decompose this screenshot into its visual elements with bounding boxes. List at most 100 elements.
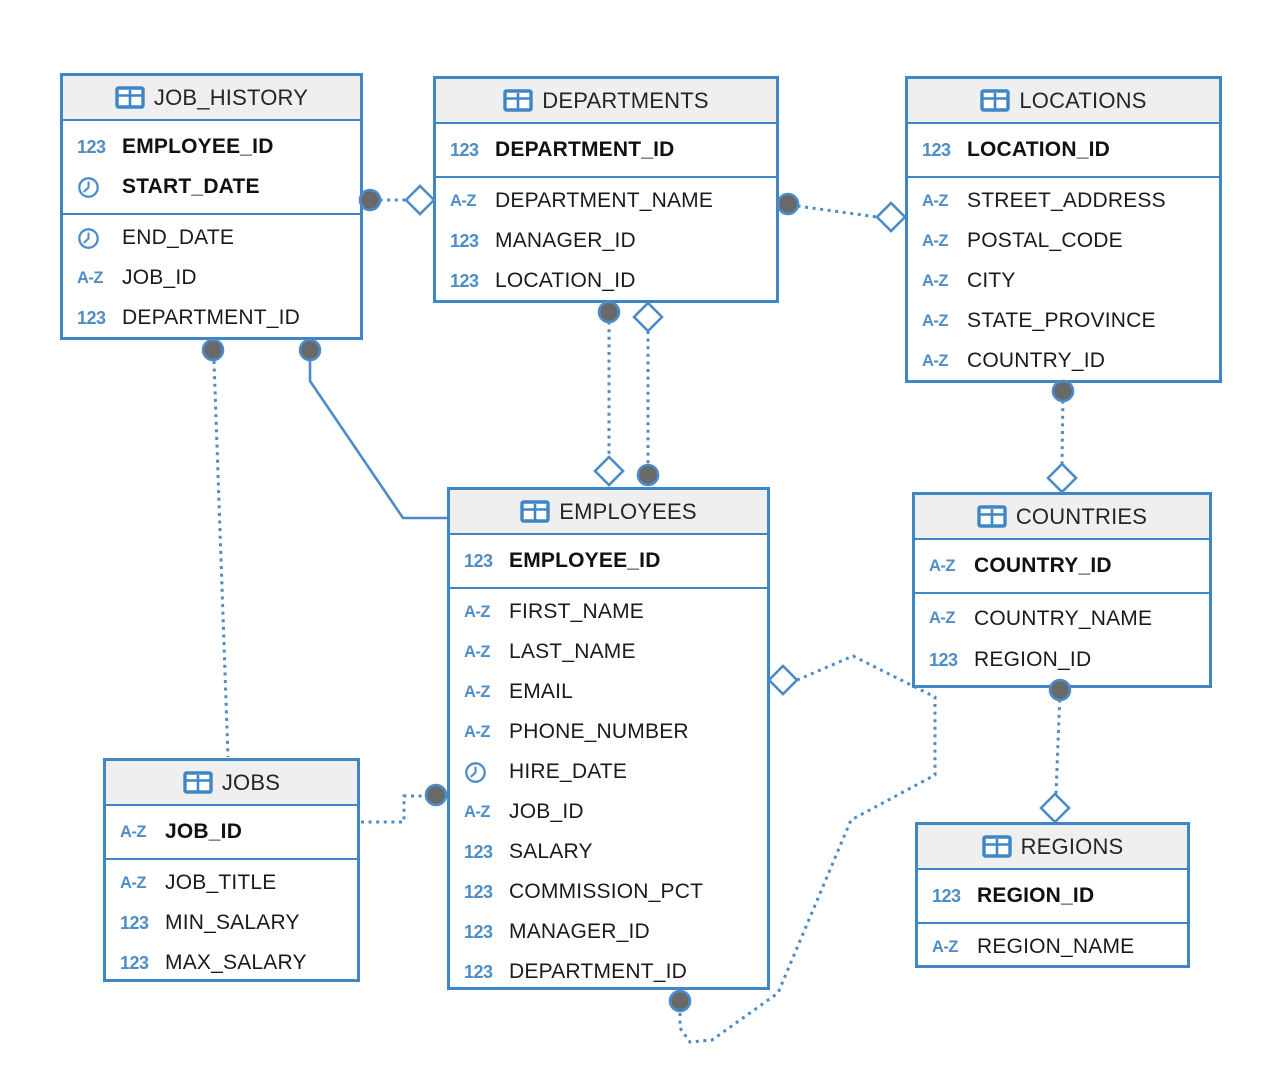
pk-column-row-department_id[interactable]: 123 DEPARTMENT_ID (436, 130, 776, 170)
text-type-icon: A-Z (930, 938, 970, 957)
date-type-icon (75, 176, 115, 199)
table-grid-icon (977, 505, 1007, 528)
numeric-type-icon-glyph: 123 (922, 139, 951, 160)
column-row-hire_date[interactable]: HIRE_DATE (450, 752, 767, 792)
numeric-type-icon-glyph: 123 (450, 270, 479, 291)
text-type-icon: A-Z (920, 232, 960, 251)
numeric-type-icon: 123 (448, 140, 488, 161)
fk-employees-jobs[interactable] (361, 794, 427, 824)
column-name: MANAGER_ID (509, 920, 650, 943)
date-type-icon (75, 227, 115, 250)
column-row-last_name[interactable]: A-Z LAST_NAME (450, 632, 767, 672)
text-type-icon: A-Z (920, 272, 960, 291)
fk-countries-regions[interactable] (1054, 691, 1062, 795)
table-header-jobs[interactable]: JOBS (106, 761, 357, 806)
numeric-type-icon-glyph: 123 (932, 885, 961, 906)
table-grid-icon (520, 500, 550, 523)
text-type-icon-glyph: A-Z (464, 642, 491, 661)
numeric-type-icon: 123 (75, 308, 115, 329)
text-type-icon-glyph: A-Z (464, 722, 491, 741)
column-name: COUNTRY_ID (974, 554, 1112, 577)
table-header-employees[interactable]: EMPLOYEES (450, 490, 767, 535)
numeric-type-icon-glyph: 123 (120, 952, 149, 973)
entity-table-regions[interactable]: REGIONS 123 REGION_ID A-Z REGION_NAME (915, 822, 1190, 968)
column-row-job_title[interactable]: A-Z JOB_TITLE (106, 863, 357, 903)
pk-column-row-region_id[interactable]: 123 REGION_ID (918, 876, 1187, 916)
text-type-icon: A-Z (462, 723, 502, 742)
column-name: LAST_NAME (509, 640, 636, 663)
column-name: DEPARTMENT_ID (495, 138, 675, 161)
table-header-countries[interactable]: COUNTRIES (915, 495, 1209, 540)
column-name: DEPARTMENT_ID (509, 960, 688, 983)
numeric-type-icon: 123 (462, 962, 502, 983)
numeric-type-icon-glyph: 123 (464, 841, 493, 862)
table-header-departments[interactable]: DEPARTMENTS (436, 79, 776, 124)
column-name: HIRE_DATE (509, 760, 628, 783)
column-name: REGION_NAME (977, 935, 1135, 958)
table-title: JOB_HISTORY (153, 84, 309, 110)
text-type-icon-glyph: A-Z (932, 937, 959, 956)
table-header-regions[interactable]: REGIONS (918, 825, 1187, 870)
clock-icon (78, 227, 99, 249)
pk-column-row-start_date[interactable]: START_DATE (63, 167, 360, 207)
text-type-icon-glyph: A-Z (922, 191, 949, 210)
column-row-department_id[interactable]: 123 DEPARTMENT_ID (450, 952, 767, 992)
column-row-region_name[interactable]: A-Z REGION_NAME (918, 927, 1187, 967)
table-header-job_history[interactable]: JOB_HISTORY (63, 76, 360, 121)
fk-job_history-jobs[interactable] (212, 360, 230, 758)
table-grid-icon (980, 89, 1011, 112)
numeric-type-icon: 123 (920, 140, 960, 161)
fk-employees-self-manager[interactable] (678, 654, 937, 1044)
column-name: END_DATE (122, 226, 235, 249)
numeric-type-icon: 123 (462, 842, 502, 863)
numeric-type-icon-glyph: 123 (464, 961, 493, 982)
table-title: LOCATIONS (1019, 87, 1147, 113)
table-header-locations[interactable]: LOCATIONS (908, 79, 1219, 124)
column-name: EMPLOYEE_ID (122, 135, 274, 158)
columns-section: A-Z REGION_NAME (918, 924, 1187, 970)
fk-job_history-employees[interactable] (308, 360, 447, 520)
column-name: FIRST_NAME (509, 600, 645, 623)
column-name: JOB_ID (122, 266, 197, 289)
text-type-icon-glyph: A-Z (120, 873, 147, 892)
column-row-end_date[interactable]: END_DATE (63, 218, 360, 258)
column-name: JOB_TITLE (165, 871, 277, 894)
column-name: REGION_ID (977, 884, 1095, 907)
